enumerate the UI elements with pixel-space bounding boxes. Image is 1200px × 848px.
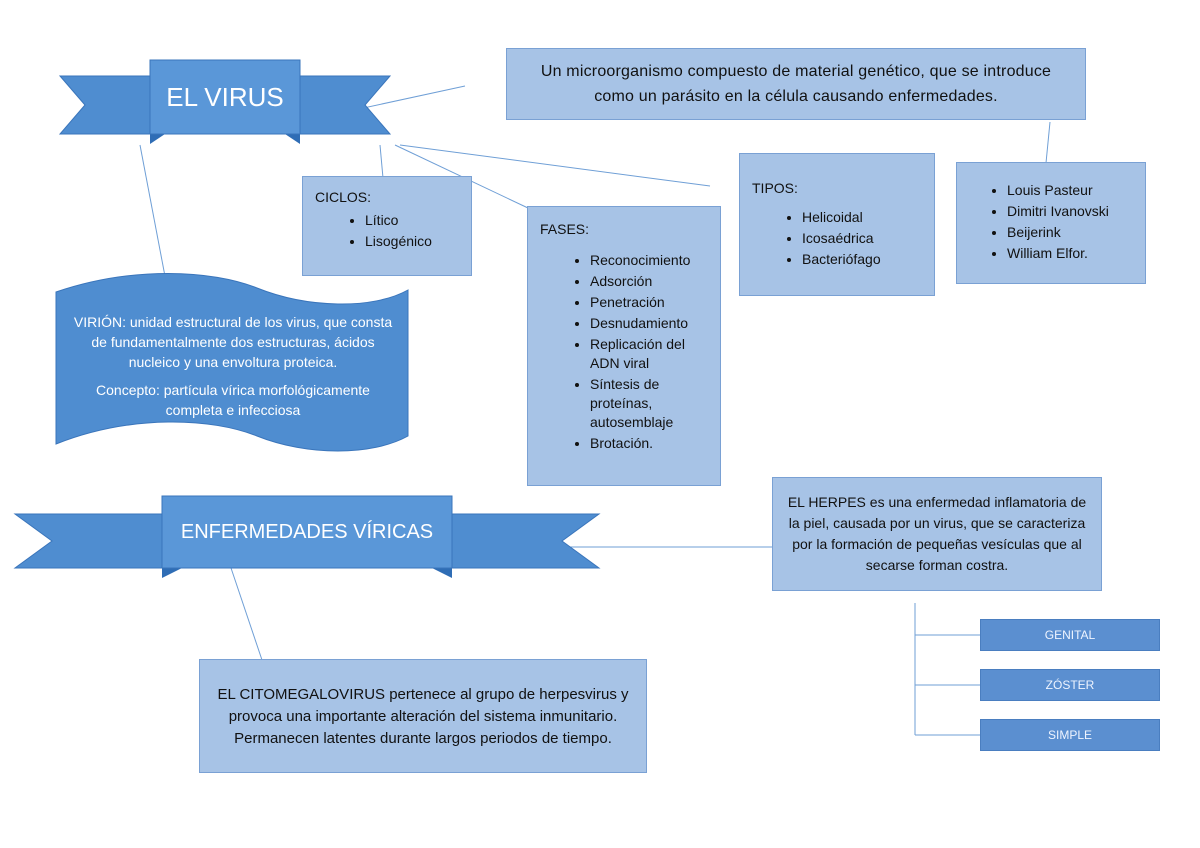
connector-virus-virion	[139, 144, 169, 293]
tipos-item: Icosaédrica	[802, 229, 934, 248]
herpes-box: EL HERPES es una enfermedad inflamatoria…	[772, 477, 1102, 591]
fases-item: Penetración	[590, 293, 720, 312]
scientists-box: Louis Pasteur Dimitri Ivanovski Beijerin…	[956, 162, 1146, 284]
ciclos-box: CICLOS: Lítico Lisogénico	[302, 176, 472, 276]
virion-text: VIRIÓN: unidad estructural de los virus,…	[72, 312, 394, 420]
el-virus-ribbon	[58, 59, 392, 144]
scientist-item: Dimitri Ivanovski	[1007, 202, 1145, 221]
tipos-box: TIPOS: Helicoidal Icosaédrica Bacteriófa…	[739, 153, 935, 296]
herpes-zoster-button[interactable]: ZÓSTER	[980, 669, 1160, 701]
fases-item: Síntesis de proteínas, autosemblaje	[590, 375, 700, 432]
connector-virus-tipos	[399, 144, 711, 187]
citomegalovirus-box: EL CITOMEGALOVIRUS pertenece al grupo de…	[199, 659, 647, 773]
scientist-item: William Elfor.	[1007, 244, 1145, 263]
herpes-simple-button[interactable]: SIMPLE	[980, 719, 1160, 751]
fases-item: Desnudamiento	[590, 314, 720, 333]
scientist-item: Beijerink	[1007, 223, 1145, 242]
fases-item: Adsorción	[590, 272, 720, 291]
connector-virus-ciclos	[379, 144, 384, 179]
fases-item: Replicación del ADN viral	[590, 335, 710, 373]
fases-item: Brotación.	[590, 434, 720, 453]
tipos-title: TIPOS:	[752, 180, 798, 196]
virion-definition: VIRIÓN: unidad estructural de los virus,…	[73, 314, 393, 370]
virus-definition-box: Un microorganismo compuesto de material …	[506, 48, 1086, 120]
tipos-item: Helicoidal	[802, 208, 934, 227]
enfermedades-title: ENFERMEDADES VÍRICAS	[180, 520, 434, 543]
fases-box: FASES: Reconocimiento Adsorción Penetrac…	[527, 206, 721, 486]
connector-enfermedades-cito	[229, 564, 263, 661]
el-virus-title: EL VIRUS	[166, 81, 284, 112]
ciclos-item: Lítico	[365, 211, 471, 230]
virion-concept: Concepto: partícula vírica morfológicame…	[96, 382, 370, 418]
enfermedades-ribbon	[13, 495, 601, 578]
fases-item: Reconocimiento	[590, 251, 720, 270]
connector-definition-scientists	[1045, 121, 1051, 164]
herpes-genital-button[interactable]: GENITAL	[980, 619, 1160, 651]
ciclos-title: CICLOS:	[315, 189, 372, 205]
ciclos-item: Lisogénico	[365, 232, 471, 251]
virion-wave-banner	[55, 273, 409, 452]
scientist-item: Louis Pasteur	[1007, 181, 1145, 200]
fases-title: FASES:	[540, 221, 590, 237]
tipos-item: Bacteriófago	[802, 250, 934, 269]
